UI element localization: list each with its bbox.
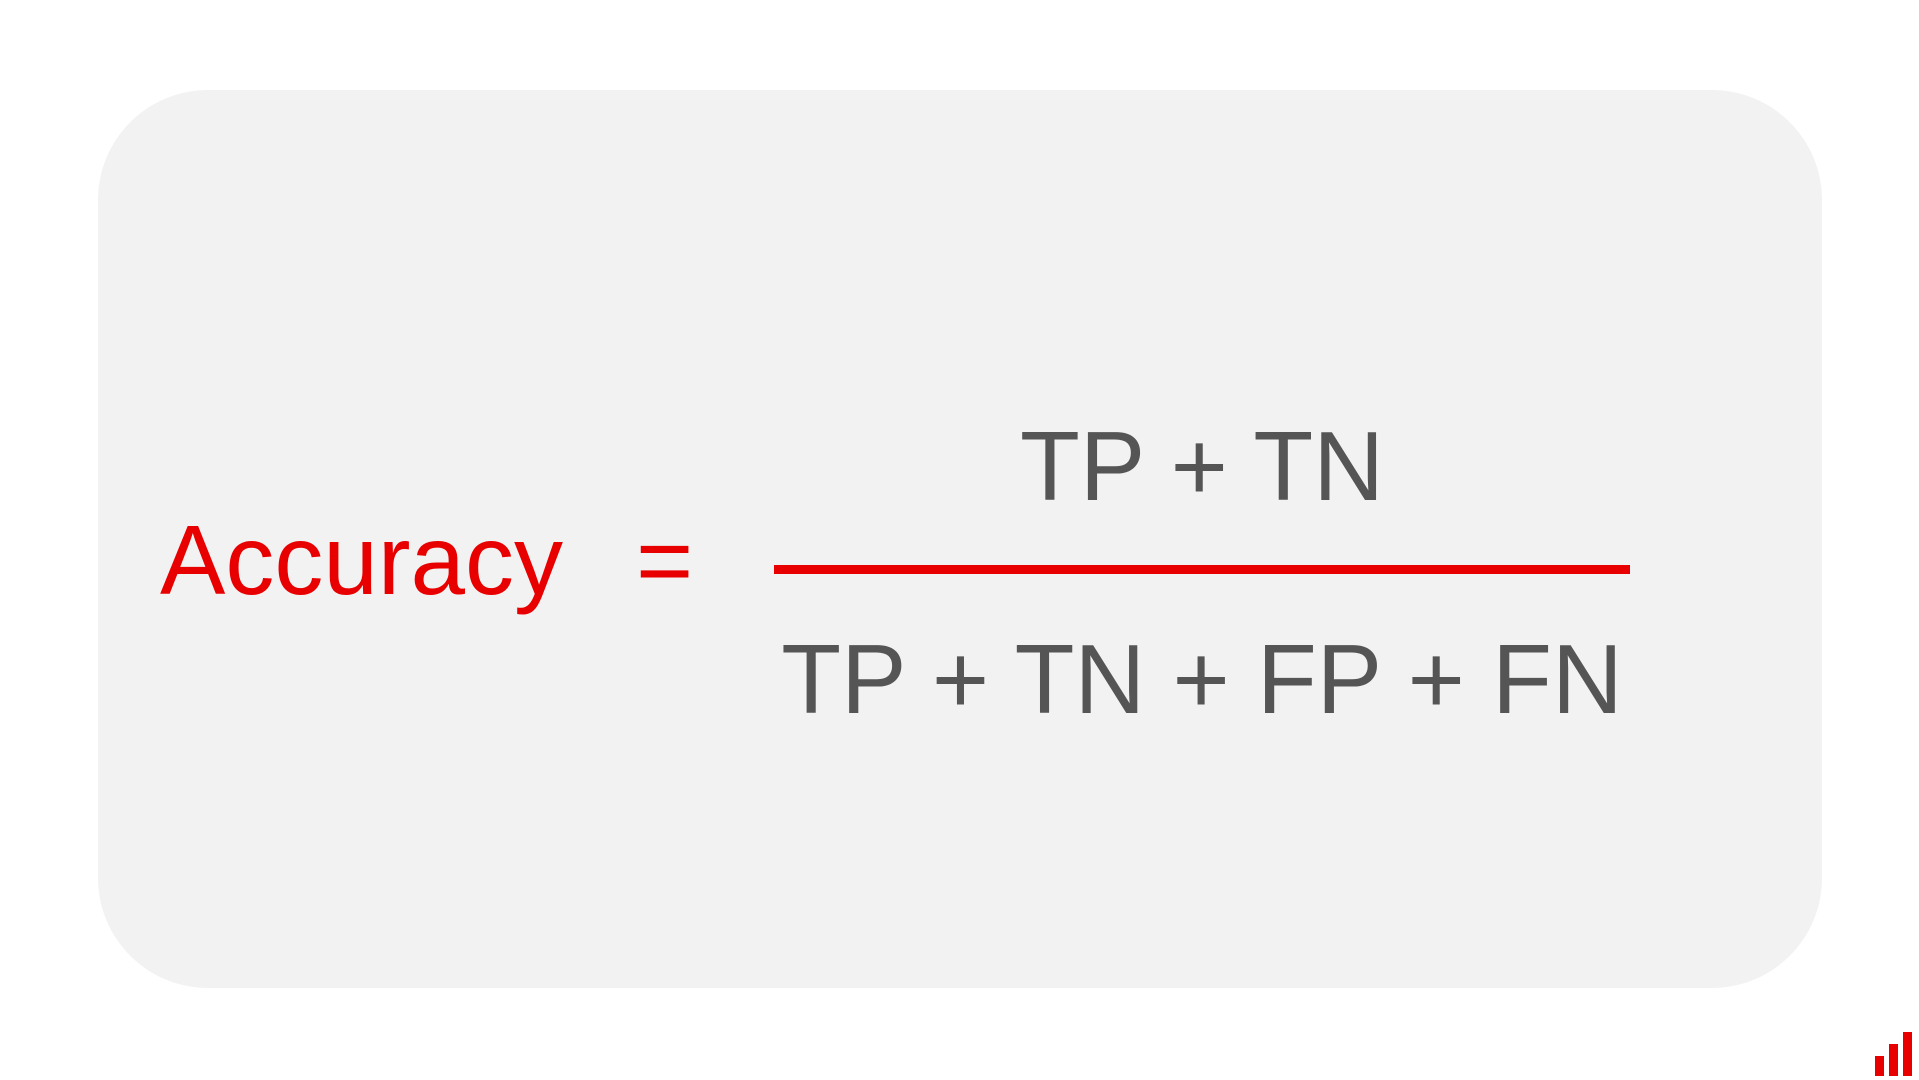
logo-bar-2 — [1889, 1044, 1898, 1076]
formula-lhs: Accuracy — [160, 505, 564, 615]
logo-bar-1 — [1875, 1056, 1884, 1076]
fraction-numerator: TP + TN — [1019, 411, 1384, 521]
bar-chart-icon — [1875, 1032, 1912, 1076]
logo-bar-3 — [1903, 1032, 1912, 1076]
equals-sign: = — [636, 505, 694, 615]
formula-card — [98, 90, 1822, 988]
fraction-bar — [774, 565, 1630, 574]
fraction-denominator: TP + TN + FP + FN — [781, 624, 1623, 734]
